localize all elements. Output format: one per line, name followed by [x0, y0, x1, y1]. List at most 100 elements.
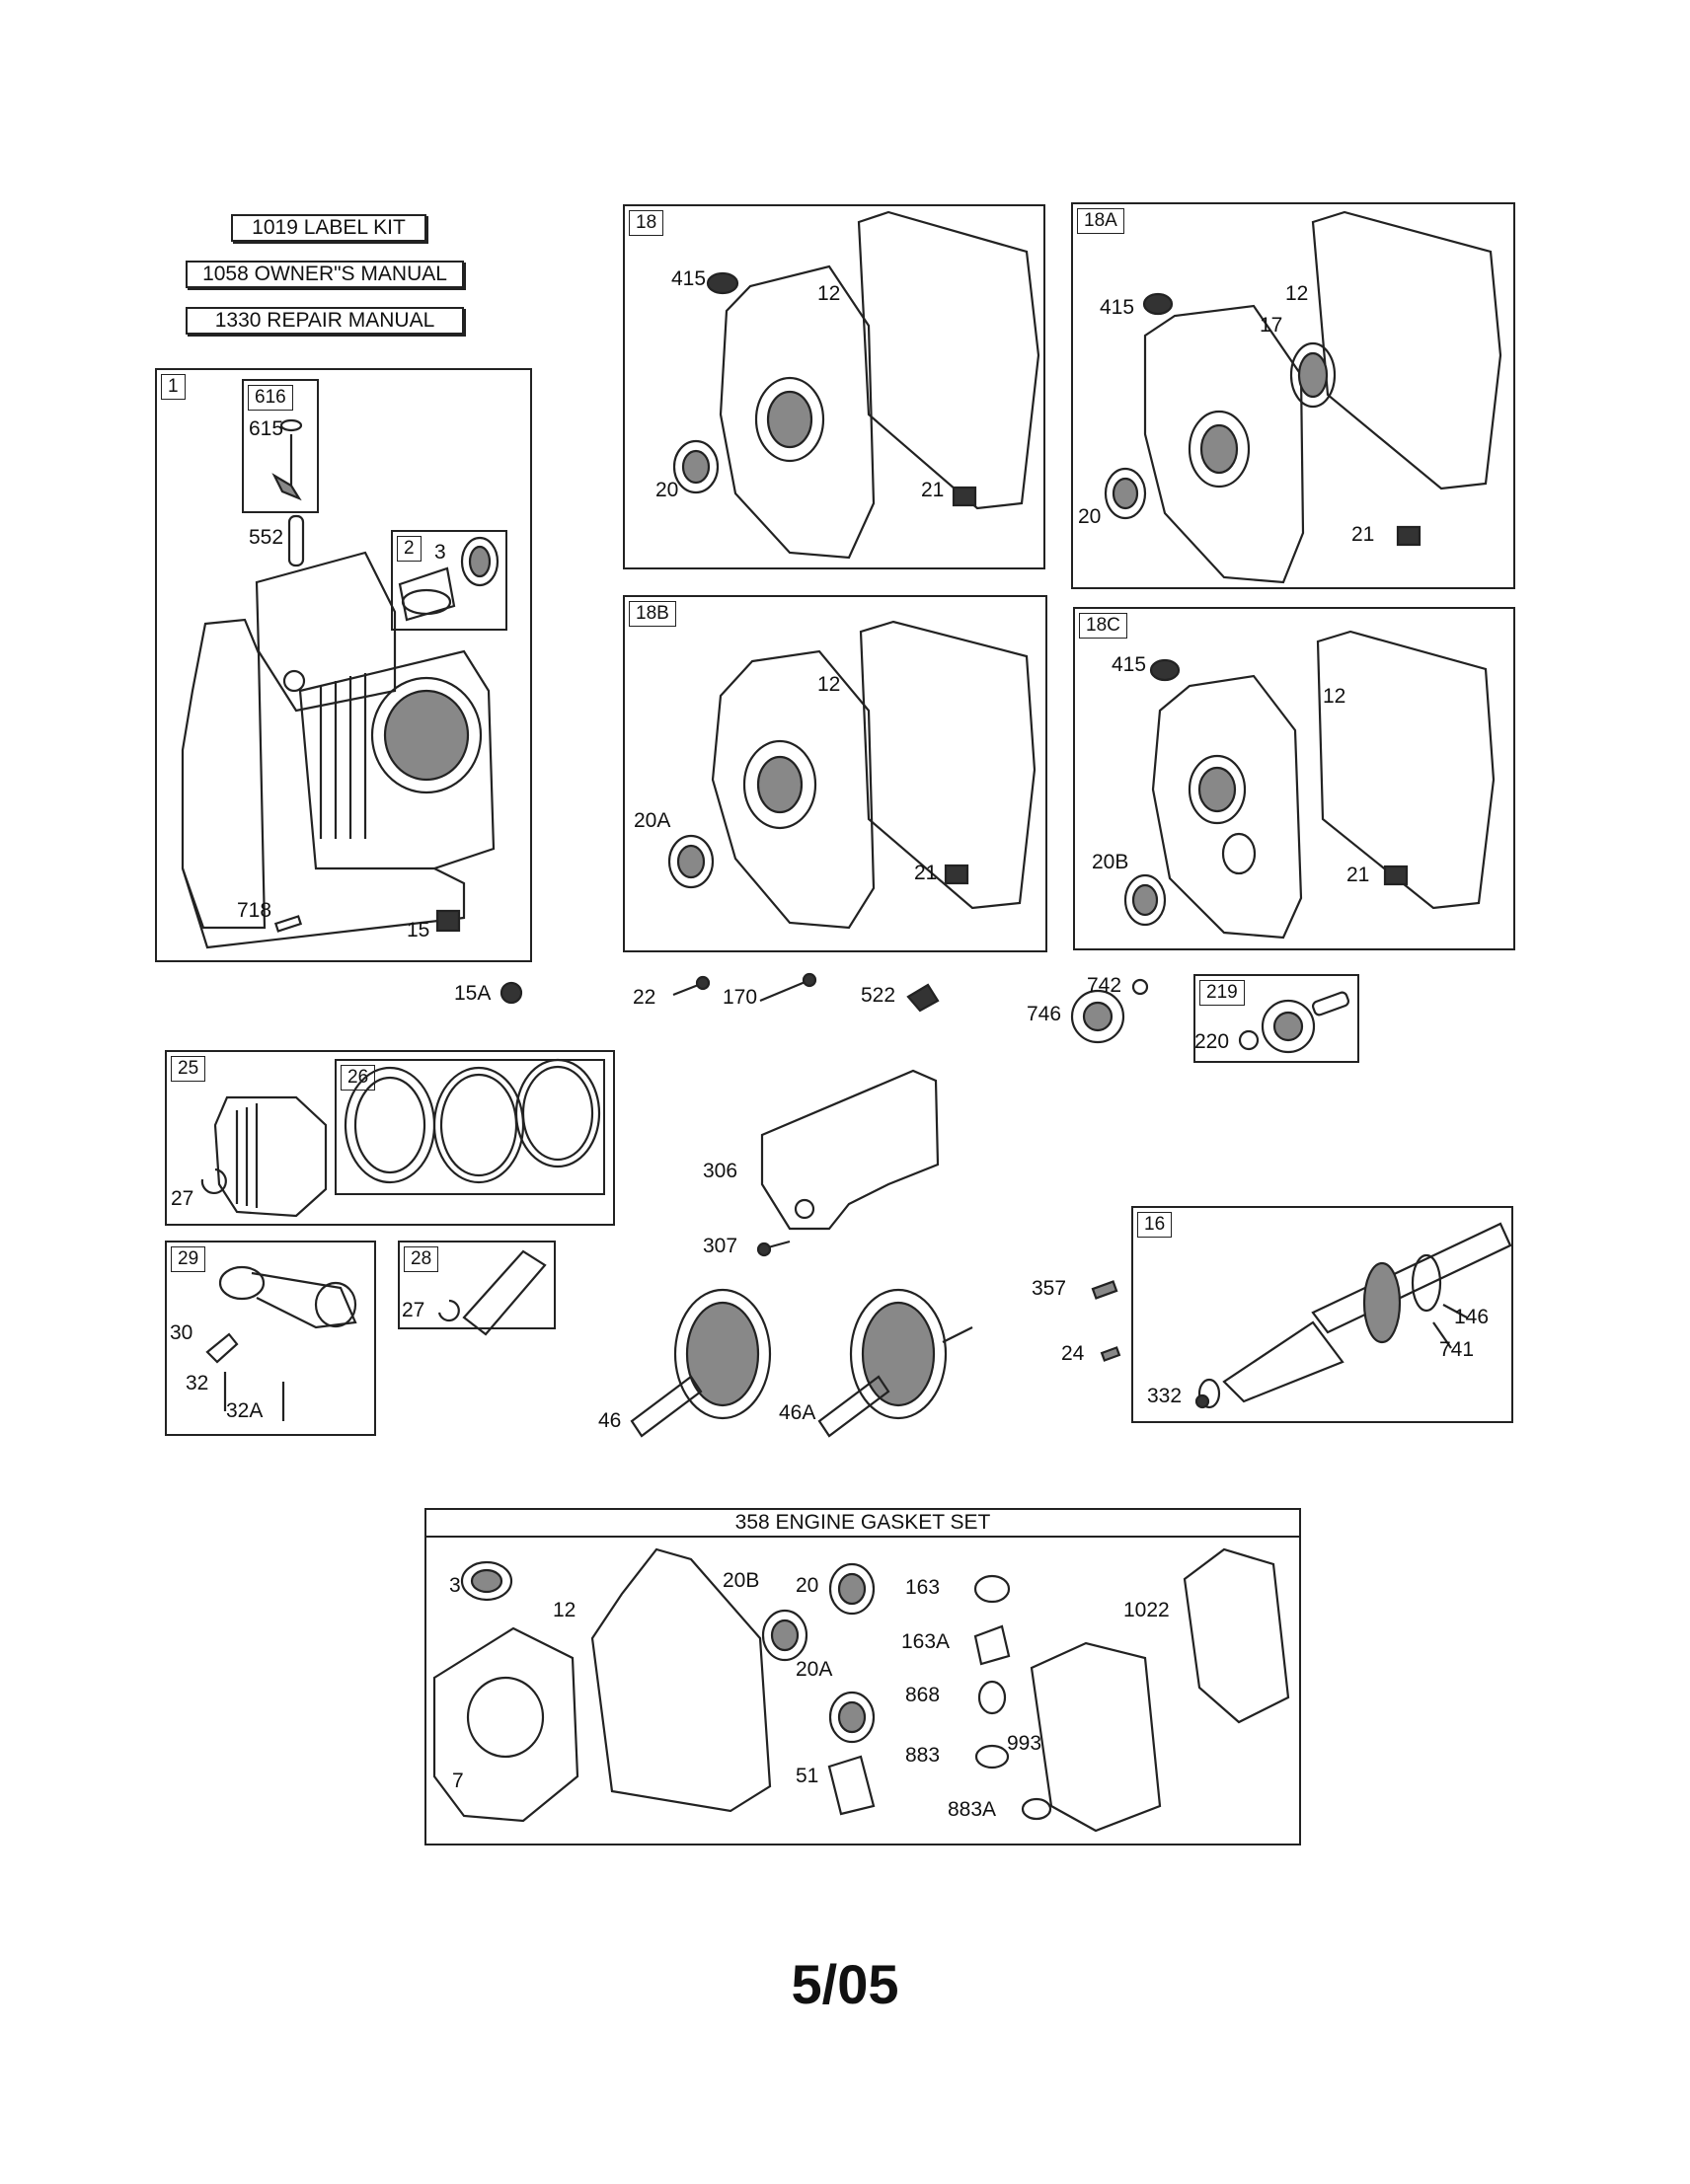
- gasket-callout-883: 883: [905, 1744, 941, 1767]
- label-kit-box: 1019 LABEL KIT: [231, 214, 426, 242]
- callout-46: 46: [598, 1409, 622, 1432]
- gasket-callout-883a: 883A: [948, 1798, 997, 1821]
- callout-552: 552: [249, 526, 284, 549]
- group-16-box: 16: [1131, 1206, 1513, 1423]
- gasket-callout-7: 7: [452, 1770, 464, 1792]
- callout-307: 307: [703, 1235, 738, 1257]
- owners-manual-box: 1058 OWNER"S MANUAL: [186, 261, 464, 288]
- callout-306: 306: [703, 1160, 738, 1182]
- camshaft-46-icon: [630, 1288, 772, 1438]
- group-26-box: 26: [335, 1059, 605, 1195]
- group-25-box: 25: [165, 1050, 615, 1226]
- gasket-callout-163: 163: [905, 1576, 941, 1599]
- gasket-set-box: [424, 1508, 1301, 1845]
- callout-220: 220: [1194, 1030, 1230, 1053]
- group-219-tag: 219: [1199, 980, 1245, 1006]
- callout-357: 357: [1032, 1277, 1067, 1300]
- group-18c-box: 18C: [1073, 607, 1515, 950]
- callout-18a-21: 21: [1351, 523, 1375, 546]
- callout-30: 30: [170, 1321, 193, 1344]
- camshaft-46a-icon: [817, 1288, 973, 1438]
- group-18a-box: 18A: [1071, 202, 1515, 589]
- connecting-rod-icon: [205, 1265, 357, 1421]
- group-18-box: 18: [623, 204, 1045, 569]
- callout-18a-415: 415: [1100, 296, 1135, 319]
- callout-746: 746: [1027, 1003, 1062, 1025]
- gasket-callout-1022: 1022: [1123, 1599, 1170, 1621]
- callout-18c-12: 12: [1323, 685, 1346, 708]
- callout-22: 22: [633, 986, 656, 1009]
- group-18a-tag: 18A: [1077, 208, 1124, 234]
- callout-18c-415: 415: [1112, 653, 1147, 676]
- callout-18b-21: 21: [914, 862, 938, 884]
- callout-332: 332: [1147, 1385, 1183, 1407]
- callout-146: 146: [1454, 1306, 1490, 1328]
- gasket-callout-993: 993: [1007, 1732, 1042, 1755]
- callout-718: 718: [237, 899, 272, 922]
- callout-18c-21: 21: [1346, 864, 1370, 886]
- group-616-tag: 616: [248, 385, 293, 411]
- group-18b-box: 18B: [623, 595, 1047, 952]
- valve-spring-icon: [271, 418, 303, 501]
- callout-27-piston: 27: [171, 1187, 194, 1210]
- callout-18-21: 21: [921, 479, 945, 501]
- callout-18a-17: 17: [1260, 314, 1283, 337]
- callout-3: 3: [434, 541, 446, 564]
- callout-15a: 15A: [454, 982, 492, 1005]
- repair-manual-box: 1330 REPAIR MANUAL: [186, 307, 464, 335]
- gasket-callout-51: 51: [796, 1765, 819, 1787]
- group-25-tag: 25: [171, 1056, 206, 1082]
- gasket-set-title: 358 ENGINE GASKET SET: [424, 1508, 1301, 1538]
- crankcase-cover-18a-icon: [1104, 210, 1502, 584]
- breather-icon: [760, 1069, 940, 1231]
- group-16-tag: 16: [1137, 1212, 1173, 1238]
- callout-32: 32: [186, 1372, 209, 1394]
- group-1-tag: 1: [161, 374, 186, 400]
- callout-741: 741: [1439, 1338, 1475, 1361]
- callout-18a-12: 12: [1285, 282, 1309, 305]
- piston-icon: [200, 1095, 328, 1218]
- group-2-box: 2: [391, 530, 507, 631]
- callout-18a-20: 20: [1078, 505, 1102, 528]
- callout-170: 170: [723, 986, 758, 1009]
- gasket-callout-3: 3: [449, 1574, 461, 1597]
- gasket-set-icons: [432, 1547, 1290, 1833]
- callout-18-415: 415: [671, 267, 707, 290]
- group-2-tag: 2: [397, 536, 422, 562]
- crankcase-cover-18-icon: [672, 210, 1040, 560]
- gasket-callout-20a: 20A: [796, 1658, 833, 1681]
- callout-15: 15: [407, 919, 430, 941]
- gasket-callout-20b: 20B: [723, 1569, 760, 1592]
- date-code: 5/05: [791, 1953, 899, 2015]
- group-18-tag: 18: [629, 210, 664, 236]
- callout-18b-20a: 20A: [634, 809, 671, 832]
- crankshaft-icon: [1194, 1222, 1512, 1409]
- group-219-box: 219: [1193, 974, 1359, 1063]
- group-18b-tag: 18B: [629, 601, 676, 627]
- crankcase-cover-18c-icon: [1123, 630, 1496, 940]
- callout-18c-20b: 20B: [1092, 851, 1129, 873]
- gasket-callout-12: 12: [553, 1599, 576, 1621]
- group-28-tag: 28: [404, 1246, 439, 1272]
- callout-32a: 32A: [226, 1399, 264, 1422]
- group-616-box: 616: [242, 379, 319, 513]
- callout-24: 24: [1061, 1342, 1085, 1365]
- cylinder-block-icon: [181, 551, 496, 949]
- gasket-callout-20: 20: [796, 1574, 819, 1597]
- group-18c-tag: 18C: [1079, 613, 1127, 639]
- callout-18-12: 12: [817, 282, 841, 305]
- gasket-callout-163a: 163A: [901, 1630, 951, 1653]
- crankcase-cover-18b-icon: [667, 620, 1037, 930]
- callout-18b-12: 12: [817, 673, 841, 696]
- callout-18-20: 20: [655, 479, 679, 501]
- callout-742: 742: [1087, 974, 1122, 997]
- callout-615: 615: [249, 417, 284, 440]
- gasket-callout-868: 868: [905, 1684, 941, 1706]
- callout-522: 522: [861, 984, 896, 1007]
- group-29-tag: 29: [171, 1246, 206, 1272]
- callout-27-pin: 27: [402, 1299, 425, 1321]
- callout-46a: 46A: [779, 1401, 816, 1424]
- group-1-box: 1: [155, 368, 532, 962]
- group-29-box: 29: [165, 1241, 376, 1436]
